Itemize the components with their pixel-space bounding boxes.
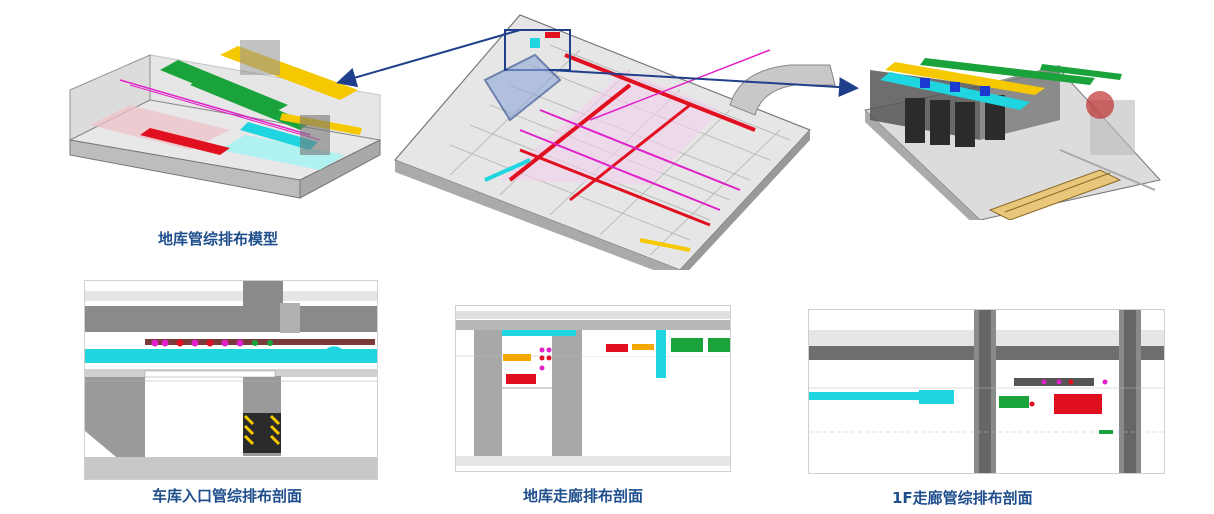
room-model-svg [863, 58, 1161, 220]
section3-svg [809, 310, 1164, 473]
caption-entrance: 车库入口管综排布剖面 [152, 487, 303, 505]
basement-overview-model-3d [390, 10, 840, 270]
model-detail-svg [68, 40, 382, 199]
arrow-to-right-model [549, 69, 859, 98]
basement-model-detail-3d [60, 30, 385, 210]
section2-svg [456, 311, 730, 466]
caption-corridor-basement: 地库走廊排布剖面 [523, 487, 644, 505]
equipment-room-model-3d [860, 30, 1165, 220]
caption-model: 地库管综排布模型 [158, 230, 279, 248]
caption-corridor-1f: 1F走廊管综排布剖面 [892, 489, 1033, 507]
section-1f-corridor [808, 309, 1165, 474]
section-basement-corridor [455, 305, 731, 472]
section1-svg [85, 281, 377, 479]
arrow-to-left-model [336, 29, 521, 88]
section-garage-entrance [84, 280, 378, 480]
overview-svg [393, 14, 836, 270]
